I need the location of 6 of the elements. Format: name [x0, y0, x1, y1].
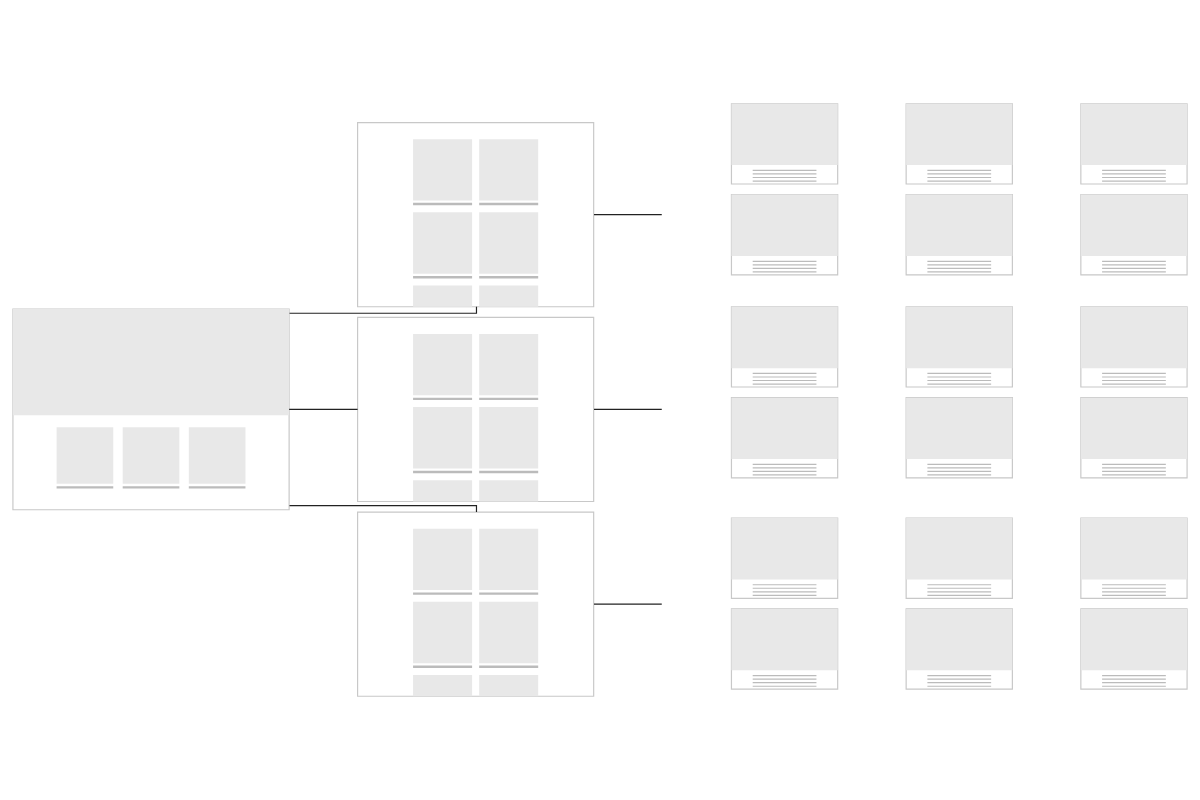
connector — [288, 505, 478, 513]
connector — [288, 408, 359, 411]
connector — [593, 214, 663, 216]
connector — [288, 306, 478, 314]
connector — [593, 408, 663, 411]
connector — [593, 603, 663, 605]
